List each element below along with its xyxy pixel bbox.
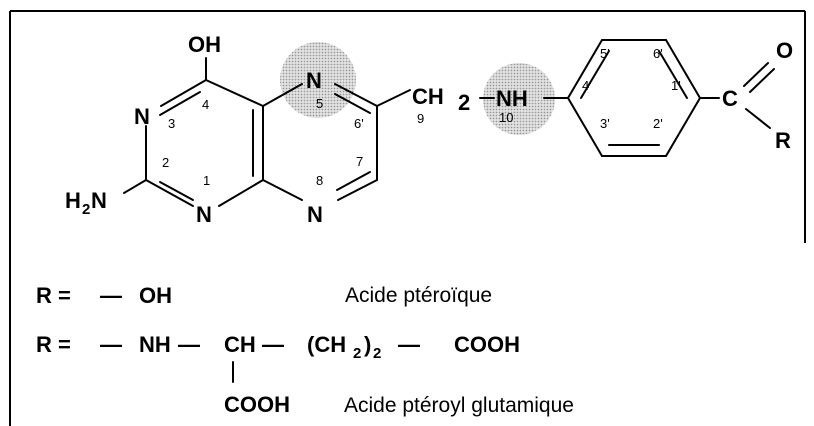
position-1: 1 xyxy=(203,173,210,188)
position-5: 5 xyxy=(316,96,323,111)
legend-dash: — xyxy=(178,332,200,357)
atom-nh2-n: N xyxy=(91,188,107,213)
atom-nh2-h: H xyxy=(65,188,81,213)
legend-row-cooh: COOH Acide ptéroyl glutamique xyxy=(224,392,574,417)
position-9: 9 xyxy=(417,111,424,126)
atom-carbonyl-c: C xyxy=(722,86,738,111)
position-6-prime: 6' xyxy=(653,46,663,61)
legend-cooh-top: COOH xyxy=(454,332,520,357)
position-1-prime: 1' xyxy=(671,78,681,93)
n5-highlight xyxy=(280,42,356,118)
legend-nh: NH xyxy=(139,332,171,357)
legend-row-pteroylglutamic: R = — NH — CH — (CH 2 ) 2 — COOH xyxy=(36,332,520,362)
legend-ch2-open: (CH xyxy=(307,332,346,357)
position-8: 8 xyxy=(316,173,323,188)
atom-nh10: NH xyxy=(496,86,528,111)
benzene-ring xyxy=(567,39,701,157)
atom-oh: OH xyxy=(188,32,221,57)
position-2: 2 xyxy=(162,155,169,170)
nh10-highlight xyxy=(483,63,555,135)
legend-dash: — xyxy=(100,283,122,308)
atom-nh2-subscript: 2 xyxy=(82,201,90,218)
atom-r: R xyxy=(775,128,791,153)
position-7: 7 xyxy=(356,154,363,169)
legend-ch2-multiplier: 2 xyxy=(373,345,381,362)
side-chain xyxy=(376,89,569,107)
position-5-prime: 5' xyxy=(600,46,610,61)
atom-ch2: CH xyxy=(412,84,444,109)
atom-n1: N xyxy=(196,202,212,227)
legend-r-label: R = xyxy=(36,332,71,357)
position-3: 3 xyxy=(168,116,175,131)
atom-ch2-subscript: 2 xyxy=(458,90,470,115)
position-2-prime: 2' xyxy=(653,116,663,131)
legend-ch2-close: ) xyxy=(364,332,371,357)
position-3-prime: 3' xyxy=(600,116,610,131)
legend-dash: — xyxy=(100,332,122,357)
atom-n3: N xyxy=(134,104,150,129)
legend-oh-group: OH xyxy=(139,283,172,308)
pteroylglutamic-acid-name: Acide ptéroyl glutamique xyxy=(344,394,574,417)
legend-cooh-bottom: COOH xyxy=(224,392,290,417)
pyrazine-ring xyxy=(262,83,378,201)
pyrimidine-ring xyxy=(123,57,264,207)
atom-n8: N xyxy=(307,202,323,227)
legend-ch: CH xyxy=(224,332,256,357)
position-4-prime: 4' xyxy=(582,78,592,93)
legend-r-label: R = xyxy=(36,283,71,308)
carbonyl-group xyxy=(699,62,775,129)
legend-dash: — xyxy=(262,332,284,357)
legend-ch2-subscript: 2 xyxy=(353,345,361,362)
atom-carbonyl-o: O xyxy=(776,38,793,63)
legend-row-pteroic: R = — OH Acide ptéroïque xyxy=(36,283,492,308)
position-6: 6' xyxy=(354,116,364,131)
atom-n5: N xyxy=(306,68,322,93)
position-10: 10 xyxy=(499,110,513,125)
position-4: 4 xyxy=(202,97,209,112)
legend-dash: — xyxy=(398,332,420,357)
pteroic-acid-name: Acide ptéroïque xyxy=(345,284,492,307)
